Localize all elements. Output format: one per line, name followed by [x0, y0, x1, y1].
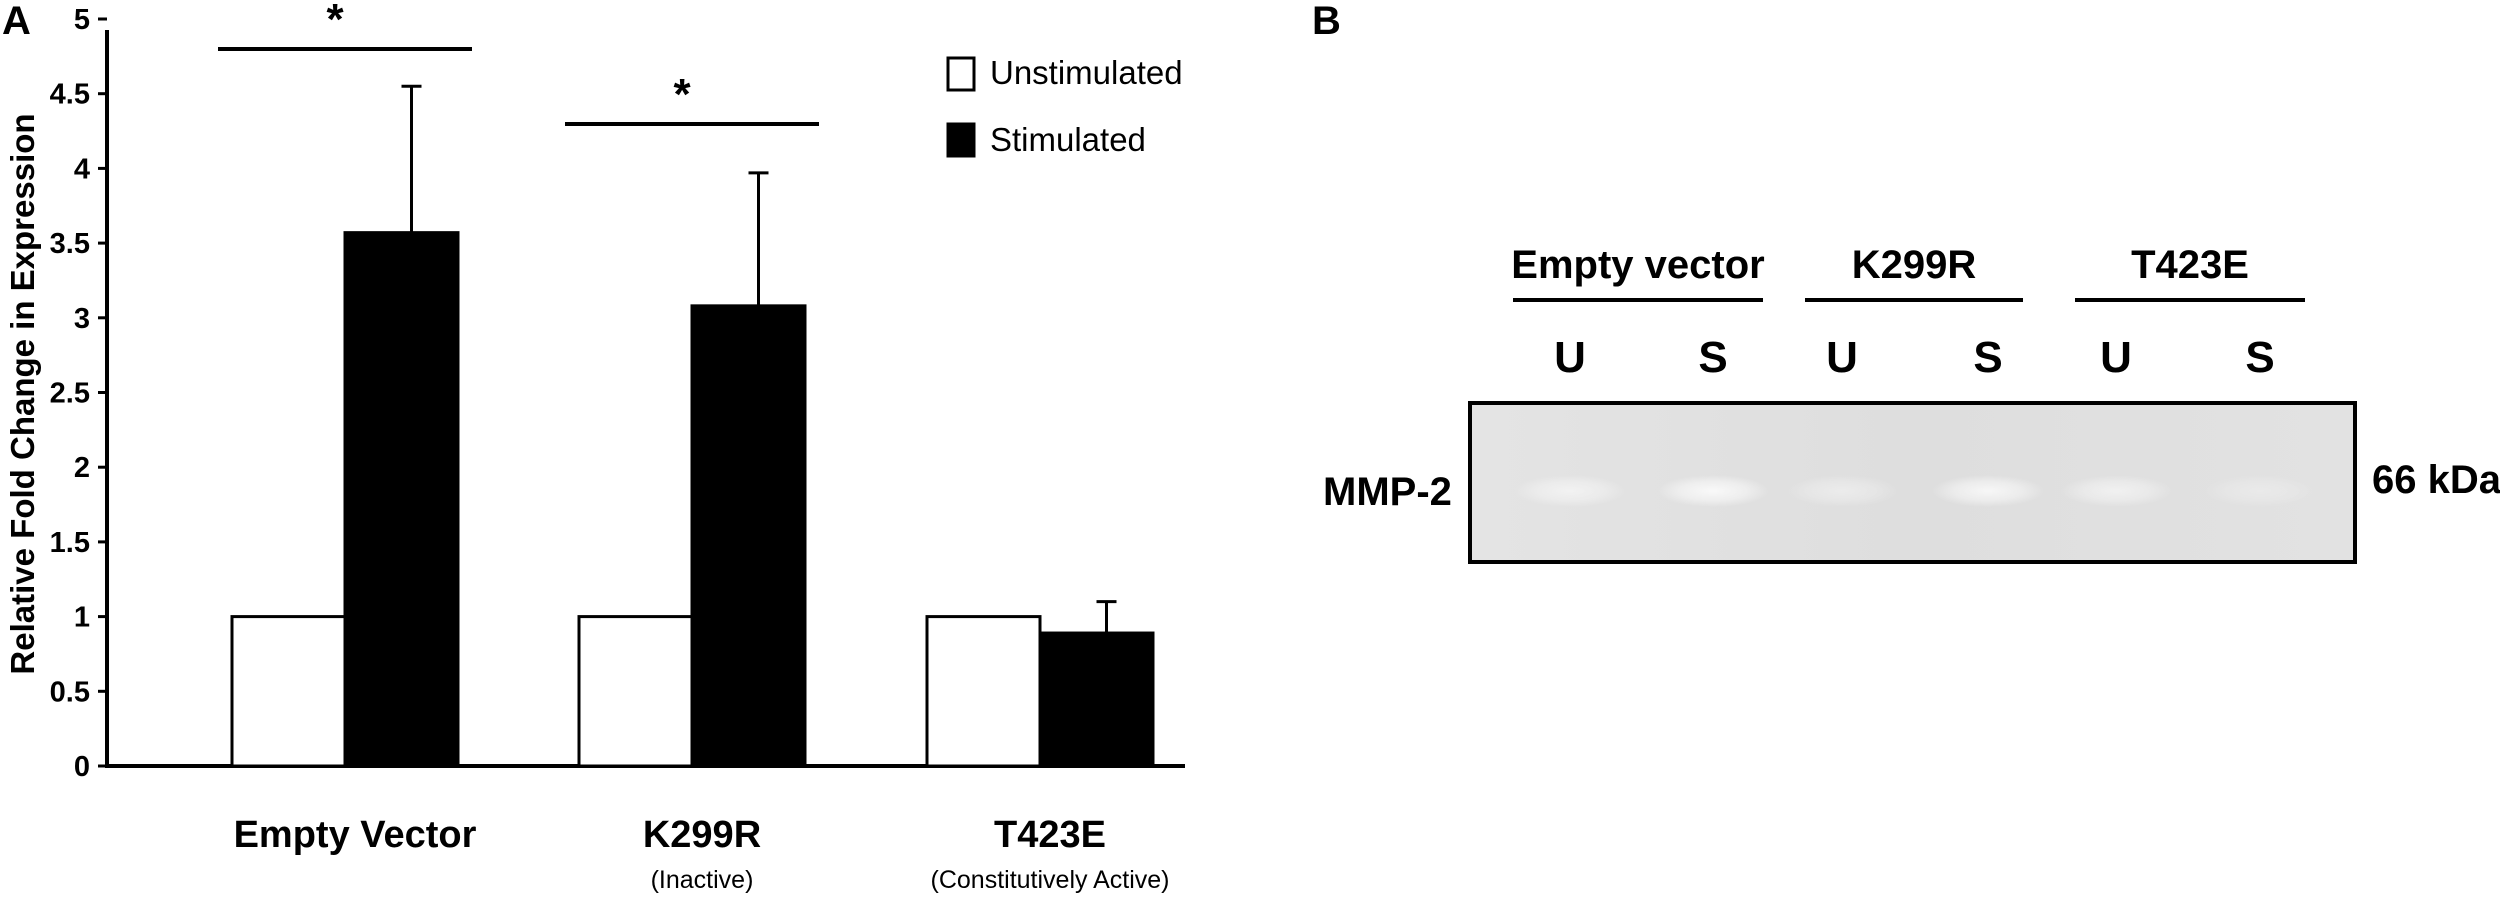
gel-band [2204, 475, 2316, 507]
panel-a-letter: A [2, 0, 31, 43]
group-label-t423e: T423E [2131, 243, 2249, 287]
group-label-k299r: K299R [1852, 243, 1977, 287]
y-tick-label: 3 [74, 303, 90, 335]
group-label-empty-vector: Empty vector [1511, 243, 1764, 287]
x-category-label: K299R [643, 814, 761, 856]
legend-swatch-unstimulated [946, 56, 976, 92]
y-tick-label: 4 [74, 153, 90, 185]
significance-asterisk: * [326, 0, 344, 44]
lane-label: S [1973, 333, 2002, 382]
y-tick-label: 0.5 [50, 676, 90, 708]
y-tick-label: 2.5 [50, 378, 90, 410]
bars [230, 84, 1155, 768]
lane-label: U [1554, 333, 1586, 382]
bar-stimulated-k299r [690, 304, 807, 768]
y-axis-ticks: 0 0.5 1 1.5 2 2.5 3 3.5 4 4.5 5 [50, 4, 107, 783]
category-labels: Empty Vector K299R (Inactive) T423E (Constit… [234, 814, 1170, 894]
lane-group-headers: Empty vector K299R T423E [1511, 243, 2305, 302]
legend-label-unstimulated: Unstimulated [990, 54, 1183, 91]
panel-b-letter: B [1312, 0, 1341, 43]
y-tick-label: 1.5 [50, 527, 90, 559]
y-tick-label: 3.5 [50, 228, 90, 260]
bar-stimulated-t423e [1038, 631, 1155, 768]
lane-label: U [2100, 333, 2132, 382]
lane-label: S [2245, 333, 2274, 382]
lane-label: S [1698, 333, 1727, 382]
gel-band [2060, 475, 2172, 507]
bar-unstimulated-t423e [925, 615, 1042, 768]
y-tick-label: 0 [74, 751, 90, 783]
bar-stimulated-empty-vector [343, 231, 460, 768]
x-category-label: T423E [994, 814, 1106, 856]
gel-band [1657, 475, 1769, 507]
legend-label-stimulated: Stimulated [990, 121, 1146, 158]
x-category-label: Empty Vector [234, 814, 477, 856]
gel-band [1932, 475, 2044, 507]
y-tick-label: 5 [74, 4, 90, 36]
band-label-mmp2: MMP-2 [1323, 470, 1452, 514]
gel-background [1468, 401, 2357, 564]
y-tick-label: 1 [74, 602, 90, 634]
gel-band [1786, 475, 1898, 507]
y-axis-label: Relative Fold Change in Expression [4, 113, 41, 674]
y-tick-label: 4.5 [50, 79, 90, 111]
x-category-sublabel: (Inactive) [651, 866, 754, 894]
y-tick-label: 2 [74, 452, 90, 484]
legend-swatch-stimulated [946, 122, 976, 158]
bar-unstimulated-empty-vector [230, 615, 347, 768]
significance-markers: ** [218, 0, 819, 126]
gel-bands [1514, 475, 2316, 507]
bar-unstimulated-k299r [577, 615, 694, 768]
x-category-sublabel: (Constitutively Active) [931, 866, 1170, 894]
gel-band [1514, 475, 1626, 507]
size-label: 66 kDa [2372, 458, 2500, 502]
legend: Unstimulated Stimulated [946, 54, 1183, 158]
lane-label: U [1826, 333, 1858, 382]
lane-labels: U S U S U S [1554, 333, 2275, 382]
significance-asterisk: * [673, 70, 691, 119]
gel-image [1468, 401, 2357, 564]
